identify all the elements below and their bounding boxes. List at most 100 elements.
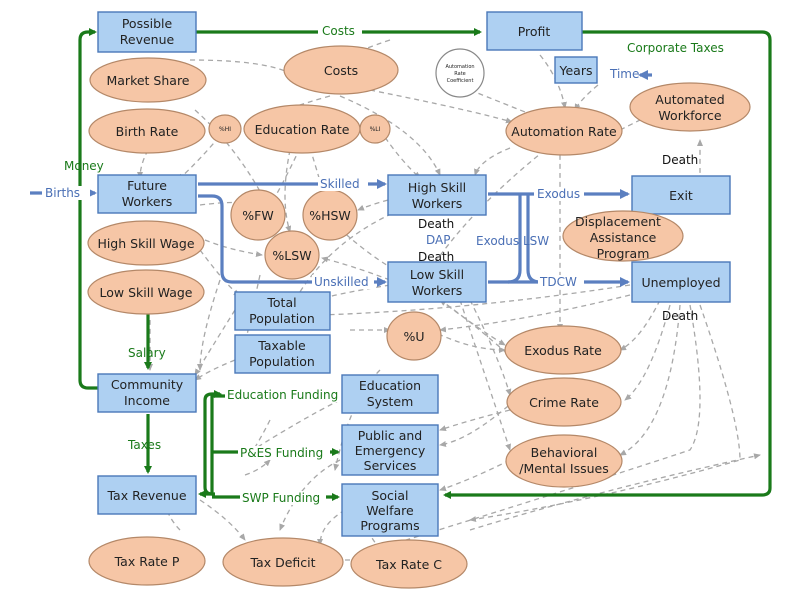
stock-years: Years (554, 56, 598, 84)
aux-label: Education Rate (255, 122, 350, 137)
aux-low-skill-wage: Low Skill Wage (87, 269, 205, 315)
flow-death-exit-label: Death (662, 153, 698, 167)
aux-costs: Costs (283, 45, 399, 95)
aux-pct-lsw: %LSW (264, 230, 320, 280)
flow-time-label: Time (609, 67, 639, 81)
stock-label: Unemployed (641, 275, 720, 290)
flow-costs-label: Costs (322, 24, 355, 38)
aux-tax-rate-c: Tax Rate C (350, 539, 468, 589)
stock-possible-revenue: Possible Revenue (97, 11, 197, 53)
stock-label: Workers (122, 194, 173, 209)
stock-public-emergency-services: Public and Emergency Services (341, 424, 439, 476)
stock-label: Profit (518, 24, 551, 39)
aux-label: Tax Rate P (114, 554, 180, 569)
aux-displacement-assistance-program: Displacement Assistance Program (562, 210, 684, 262)
automation-rate-coefficient: Automation Rate Coefficient (435, 48, 485, 98)
aux-label: Automation Rate (511, 124, 617, 139)
aux-label: /Mental Issues (519, 461, 608, 476)
aux-automated-workforce: Automated Workforce (629, 82, 751, 132)
aux-label: Tax Deficit (249, 555, 315, 570)
coefficient-label: Rate (454, 71, 465, 77)
stock-label: Community (111, 377, 184, 392)
aux-label: Crime Rate (529, 395, 599, 410)
aux-label: Displacement (575, 214, 661, 229)
stock-label: Programs (360, 518, 419, 533)
stock-label: Emergency (355, 443, 426, 458)
aux-label: Birth Rate (116, 124, 179, 139)
stock-label: Tax Revenue (106, 488, 186, 503)
stock-high-skill-workers: High Skill Workers (387, 174, 487, 216)
aux-behavioral-mental-issues: Behavioral /Mental Issues (505, 434, 623, 488)
flow-salary-label: Salary (128, 346, 166, 360)
aux-label: %FW (242, 208, 273, 223)
stock-label: Population (249, 311, 315, 326)
flow-swp-funding-label: SWP Funding (242, 491, 320, 505)
aux-pct-u: %U (386, 311, 442, 361)
aux-label: Automated (655, 92, 724, 107)
aux-tax-deficit: Tax Deficit (222, 537, 344, 587)
flow-death-low-skill-label: Death (418, 250, 454, 264)
stock-label: Low Skill (410, 267, 464, 282)
aux-label: Program (597, 246, 650, 261)
flow-dap-label: DAP (426, 233, 450, 247)
aux-label: Low Skill Wage (100, 285, 193, 300)
flow-education-funding-label: Education Funding (227, 388, 338, 402)
flow-exodus-lsw-label: Exodus LSW (476, 234, 549, 248)
stock-label: Services (364, 458, 417, 473)
stock-social-welfare-programs: Social Welfare Programs (341, 483, 439, 537)
aux-label: Workforce (658, 108, 721, 123)
flow-taxes-label: Taxes (127, 438, 161, 452)
aux-tax-rate-p: Tax Rate P (88, 536, 206, 586)
flow-births-label: Births (45, 186, 80, 200)
stock-label: Possible (122, 16, 173, 31)
aux-market-share: Market Share (89, 57, 207, 103)
flow-tdcw-label: TDCW (539, 275, 577, 289)
flow-unskilled-label: Unskilled (314, 275, 369, 289)
flow-corporate-taxes-label: Corporate Taxes (627, 41, 724, 55)
stock-label: Future (127, 178, 167, 193)
flow-exodus-label: Exodus (537, 187, 580, 201)
flow-labels: Costs Corporate Taxes Time Money Births … (42, 24, 724, 505)
stock-label: Revenue (120, 32, 175, 47)
stock-community-income: Community Income (97, 373, 197, 413)
aux-pct-hi: %HI (208, 114, 242, 144)
stock-unemployed: Unemployed (631, 261, 731, 303)
aux-label: %HI (219, 126, 231, 133)
aux-label: High Skill Wage (97, 236, 194, 251)
aux-pct-li: %LI (359, 114, 391, 144)
flow-money-label: Money (64, 159, 104, 173)
stock-label: Income (124, 393, 170, 408)
aux-label: Assistance (590, 230, 657, 245)
stock-label: Exit (669, 188, 693, 203)
aux-exodus-rate: Exodus Rate (504, 325, 622, 375)
stock-label: Total (266, 295, 296, 310)
aux-label: %U (403, 329, 424, 344)
coefficient-label: Coefficient (447, 78, 474, 84)
aux-label: %LSW (272, 248, 311, 263)
flow-death-high-skill-label: Death (418, 217, 454, 231)
coefficient-label: Automation (445, 64, 474, 70)
aux-label: Costs (324, 63, 358, 78)
aux-label: %HSW (309, 208, 351, 223)
aux-crime-rate: Crime Rate (506, 377, 622, 427)
stock-label: Workers (412, 196, 463, 211)
stock-label: Public and (358, 428, 422, 443)
aux-education-rate: Education Rate (243, 104, 361, 154)
flow-skilled-label: Skilled (320, 177, 360, 191)
flow-death-unemployed-label: Death (662, 309, 698, 323)
stock-label: Social (371, 488, 408, 503)
aux-label: Tax Rate C (375, 557, 442, 572)
stock-low-skill-workers: Low Skill Workers (387, 261, 487, 303)
aux-birth-rate: Birth Rate (88, 108, 206, 154)
aux-pct-hsw: %HSW (302, 189, 358, 241)
stock-label: Education (359, 378, 421, 393)
stock-label: Taxable (257, 338, 306, 353)
stock-future-workers: Future Workers (97, 174, 197, 214)
stock-education-system: Education System (341, 374, 439, 414)
stock-label: System (367, 394, 414, 409)
stock-label: Population (249, 354, 315, 369)
aux-high-skill-wage: High Skill Wage (87, 220, 205, 266)
stock-label: High Skill (408, 180, 466, 195)
